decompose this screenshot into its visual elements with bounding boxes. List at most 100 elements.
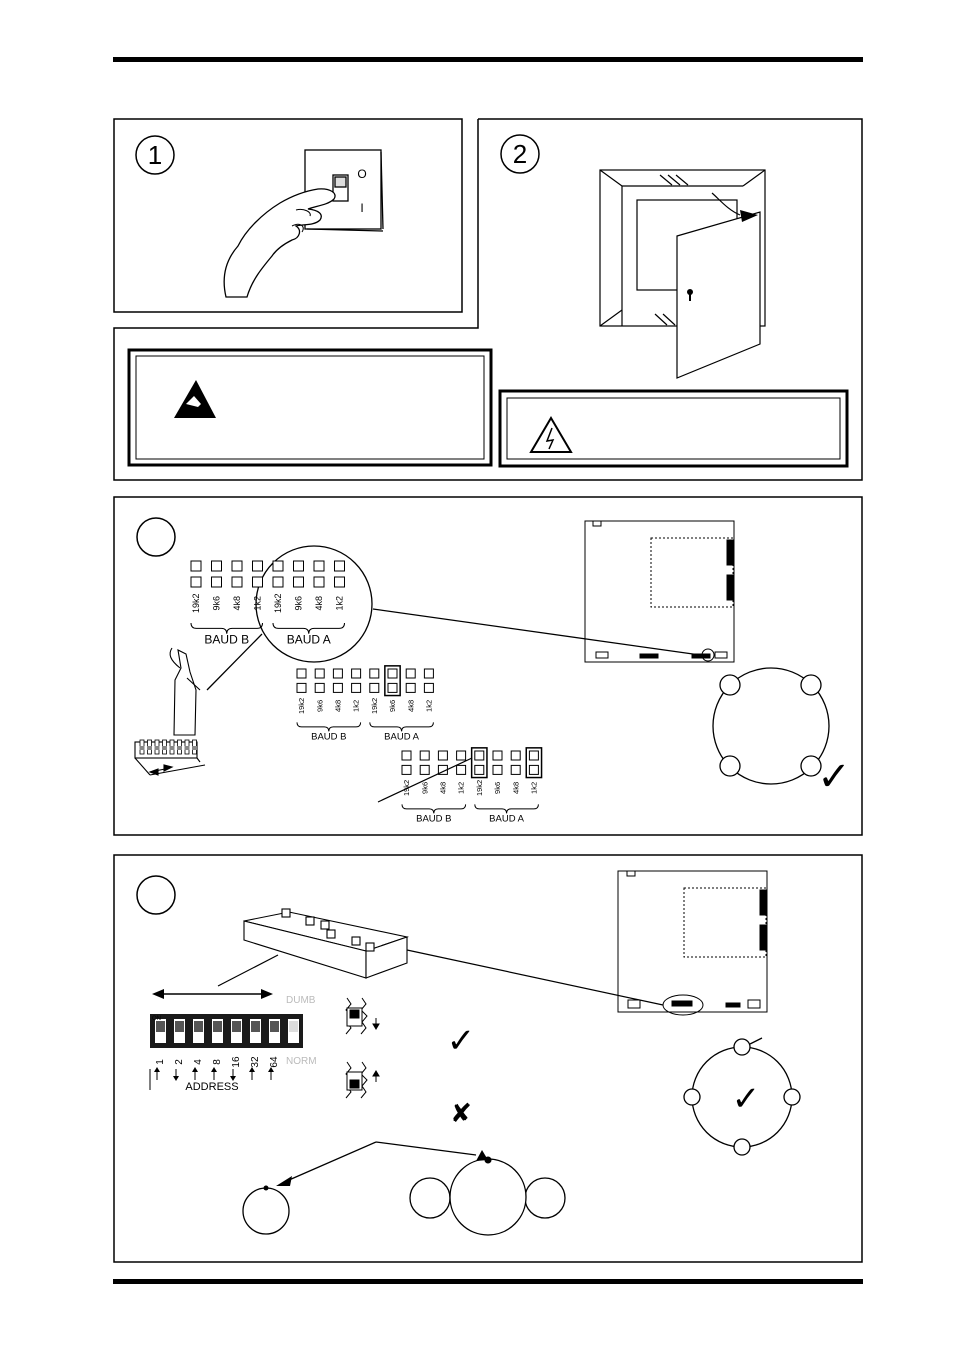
link-pad bbox=[211, 560, 222, 572]
baud-rate-label: 1k2 bbox=[530, 782, 539, 794]
jumper-link bbox=[384, 665, 401, 697]
arrow-up-icon bbox=[268, 1067, 274, 1072]
slide-switch-dumb-icon bbox=[345, 997, 380, 1035]
link-pad bbox=[252, 576, 263, 588]
pin-shroud bbox=[169, 746, 175, 750]
link-pad bbox=[492, 764, 503, 775]
dip-address-number: 4 bbox=[193, 1059, 204, 1065]
link-pad bbox=[313, 576, 325, 588]
baud-rate-label: 4k8 bbox=[406, 700, 415, 712]
link-pad bbox=[387, 682, 398, 693]
link-pad bbox=[423, 668, 434, 679]
pin-shroud bbox=[177, 746, 182, 750]
link-pad bbox=[528, 764, 539, 775]
dip-toggle bbox=[175, 1021, 184, 1032]
electrical-warning-box bbox=[498, 389, 849, 468]
link-pad bbox=[401, 764, 412, 775]
step-3-badge bbox=[136, 517, 176, 557]
top-rule bbox=[113, 57, 863, 62]
arrow-up-icon bbox=[211, 1067, 217, 1072]
dumb-label: DUMB bbox=[286, 995, 316, 1006]
link-pad bbox=[437, 750, 448, 761]
link-pad bbox=[456, 750, 467, 761]
link-pad bbox=[314, 682, 325, 693]
pin-shroud bbox=[162, 746, 167, 750]
baud-rate-label: 19k2 bbox=[297, 698, 306, 714]
header-pins bbox=[139, 739, 197, 755]
group-brace bbox=[190, 622, 263, 634]
baud-rate-label: 19k2 bbox=[402, 780, 411, 796]
norm-label: NORM bbox=[286, 1056, 317, 1067]
link-pad bbox=[211, 576, 222, 588]
link-pad bbox=[332, 682, 343, 693]
dip-toggle bbox=[213, 1021, 222, 1032]
tick-mark-2: ✓ bbox=[447, 1022, 476, 1060]
keyhole-icon bbox=[687, 289, 693, 295]
jumper-tool-icon bbox=[134, 647, 206, 776]
arrow-up-icon bbox=[192, 1067, 198, 1072]
dip-toggle bbox=[251, 1021, 260, 1032]
baud-rate-label: 4k8 bbox=[334, 700, 343, 712]
step-4-badge bbox=[136, 875, 176, 915]
baud-b-label: BAUD B bbox=[311, 731, 346, 742]
address-label: ADDRESS bbox=[185, 1081, 238, 1093]
baud-rate-label: 19k2 bbox=[191, 593, 201, 613]
link-pad bbox=[419, 764, 430, 775]
switch-on-mark: I bbox=[360, 201, 363, 215]
link-pad bbox=[296, 682, 307, 693]
dip-toggle bbox=[289, 1021, 298, 1032]
link-pad bbox=[231, 576, 243, 588]
arrow-up-icon bbox=[154, 1067, 160, 1072]
baud-a-label: BAUD A bbox=[384, 731, 420, 742]
baud-rate-label: 4k8 bbox=[439, 782, 448, 794]
baud-rate-label: 1k2 bbox=[352, 700, 361, 712]
group-brace bbox=[272, 622, 345, 634]
slide-switch-norm-icon bbox=[345, 1061, 380, 1099]
tick-mark-3: ✓ bbox=[732, 1080, 761, 1118]
link-pad bbox=[334, 576, 345, 588]
pin-shroud bbox=[154, 746, 160, 750]
tick-mark-1: ✓ bbox=[817, 755, 851, 799]
link-pad bbox=[313, 560, 325, 572]
link-pad bbox=[314, 668, 325, 679]
group-brace bbox=[296, 722, 362, 732]
link-pad bbox=[405, 682, 416, 693]
group-brace bbox=[474, 804, 539, 814]
baud-rate-label: 1k2 bbox=[457, 782, 466, 794]
link-pad bbox=[423, 682, 434, 693]
link-pad bbox=[293, 576, 304, 588]
arrow-down-icon bbox=[173, 1076, 179, 1081]
link-pad bbox=[190, 576, 202, 588]
orientation-diagram bbox=[242, 1141, 566, 1236]
pin-shroud bbox=[184, 746, 190, 750]
dip-toggle bbox=[232, 1021, 241, 1032]
link-pad bbox=[419, 750, 430, 761]
link-pad bbox=[510, 750, 521, 761]
arrow-up-icon bbox=[249, 1067, 255, 1072]
dip-address-number: 16 bbox=[231, 1056, 242, 1068]
door-arrow-icon bbox=[740, 210, 758, 222]
mounting-ring-check bbox=[712, 667, 830, 785]
jumper-link bbox=[470, 747, 488, 779]
baud-rate-label: 1k2 bbox=[253, 596, 263, 611]
link-pad bbox=[456, 764, 467, 775]
link-pad bbox=[387, 668, 398, 679]
link-pad bbox=[528, 750, 539, 761]
baud-rate-label: 9k6 bbox=[315, 700, 324, 712]
link-pad bbox=[510, 764, 521, 775]
dip-toggle bbox=[156, 1021, 165, 1032]
arrow-left-icon bbox=[276, 1176, 292, 1186]
jumper-link bbox=[525, 747, 543, 779]
baud-rate-label: 4k8 bbox=[232, 596, 242, 611]
link-pad bbox=[293, 560, 304, 572]
pcb-board-top bbox=[584, 520, 735, 663]
baud-a-label: BAUD A bbox=[489, 813, 525, 824]
dip-address-number: 32 bbox=[250, 1056, 261, 1068]
baud-b-label: BAUD B bbox=[416, 813, 451, 824]
esd-warning-box bbox=[127, 348, 493, 467]
link-pad bbox=[190, 560, 202, 572]
baud-rate-label: 9k6 bbox=[388, 700, 397, 712]
baud-a-label: BAUD A bbox=[287, 632, 331, 646]
